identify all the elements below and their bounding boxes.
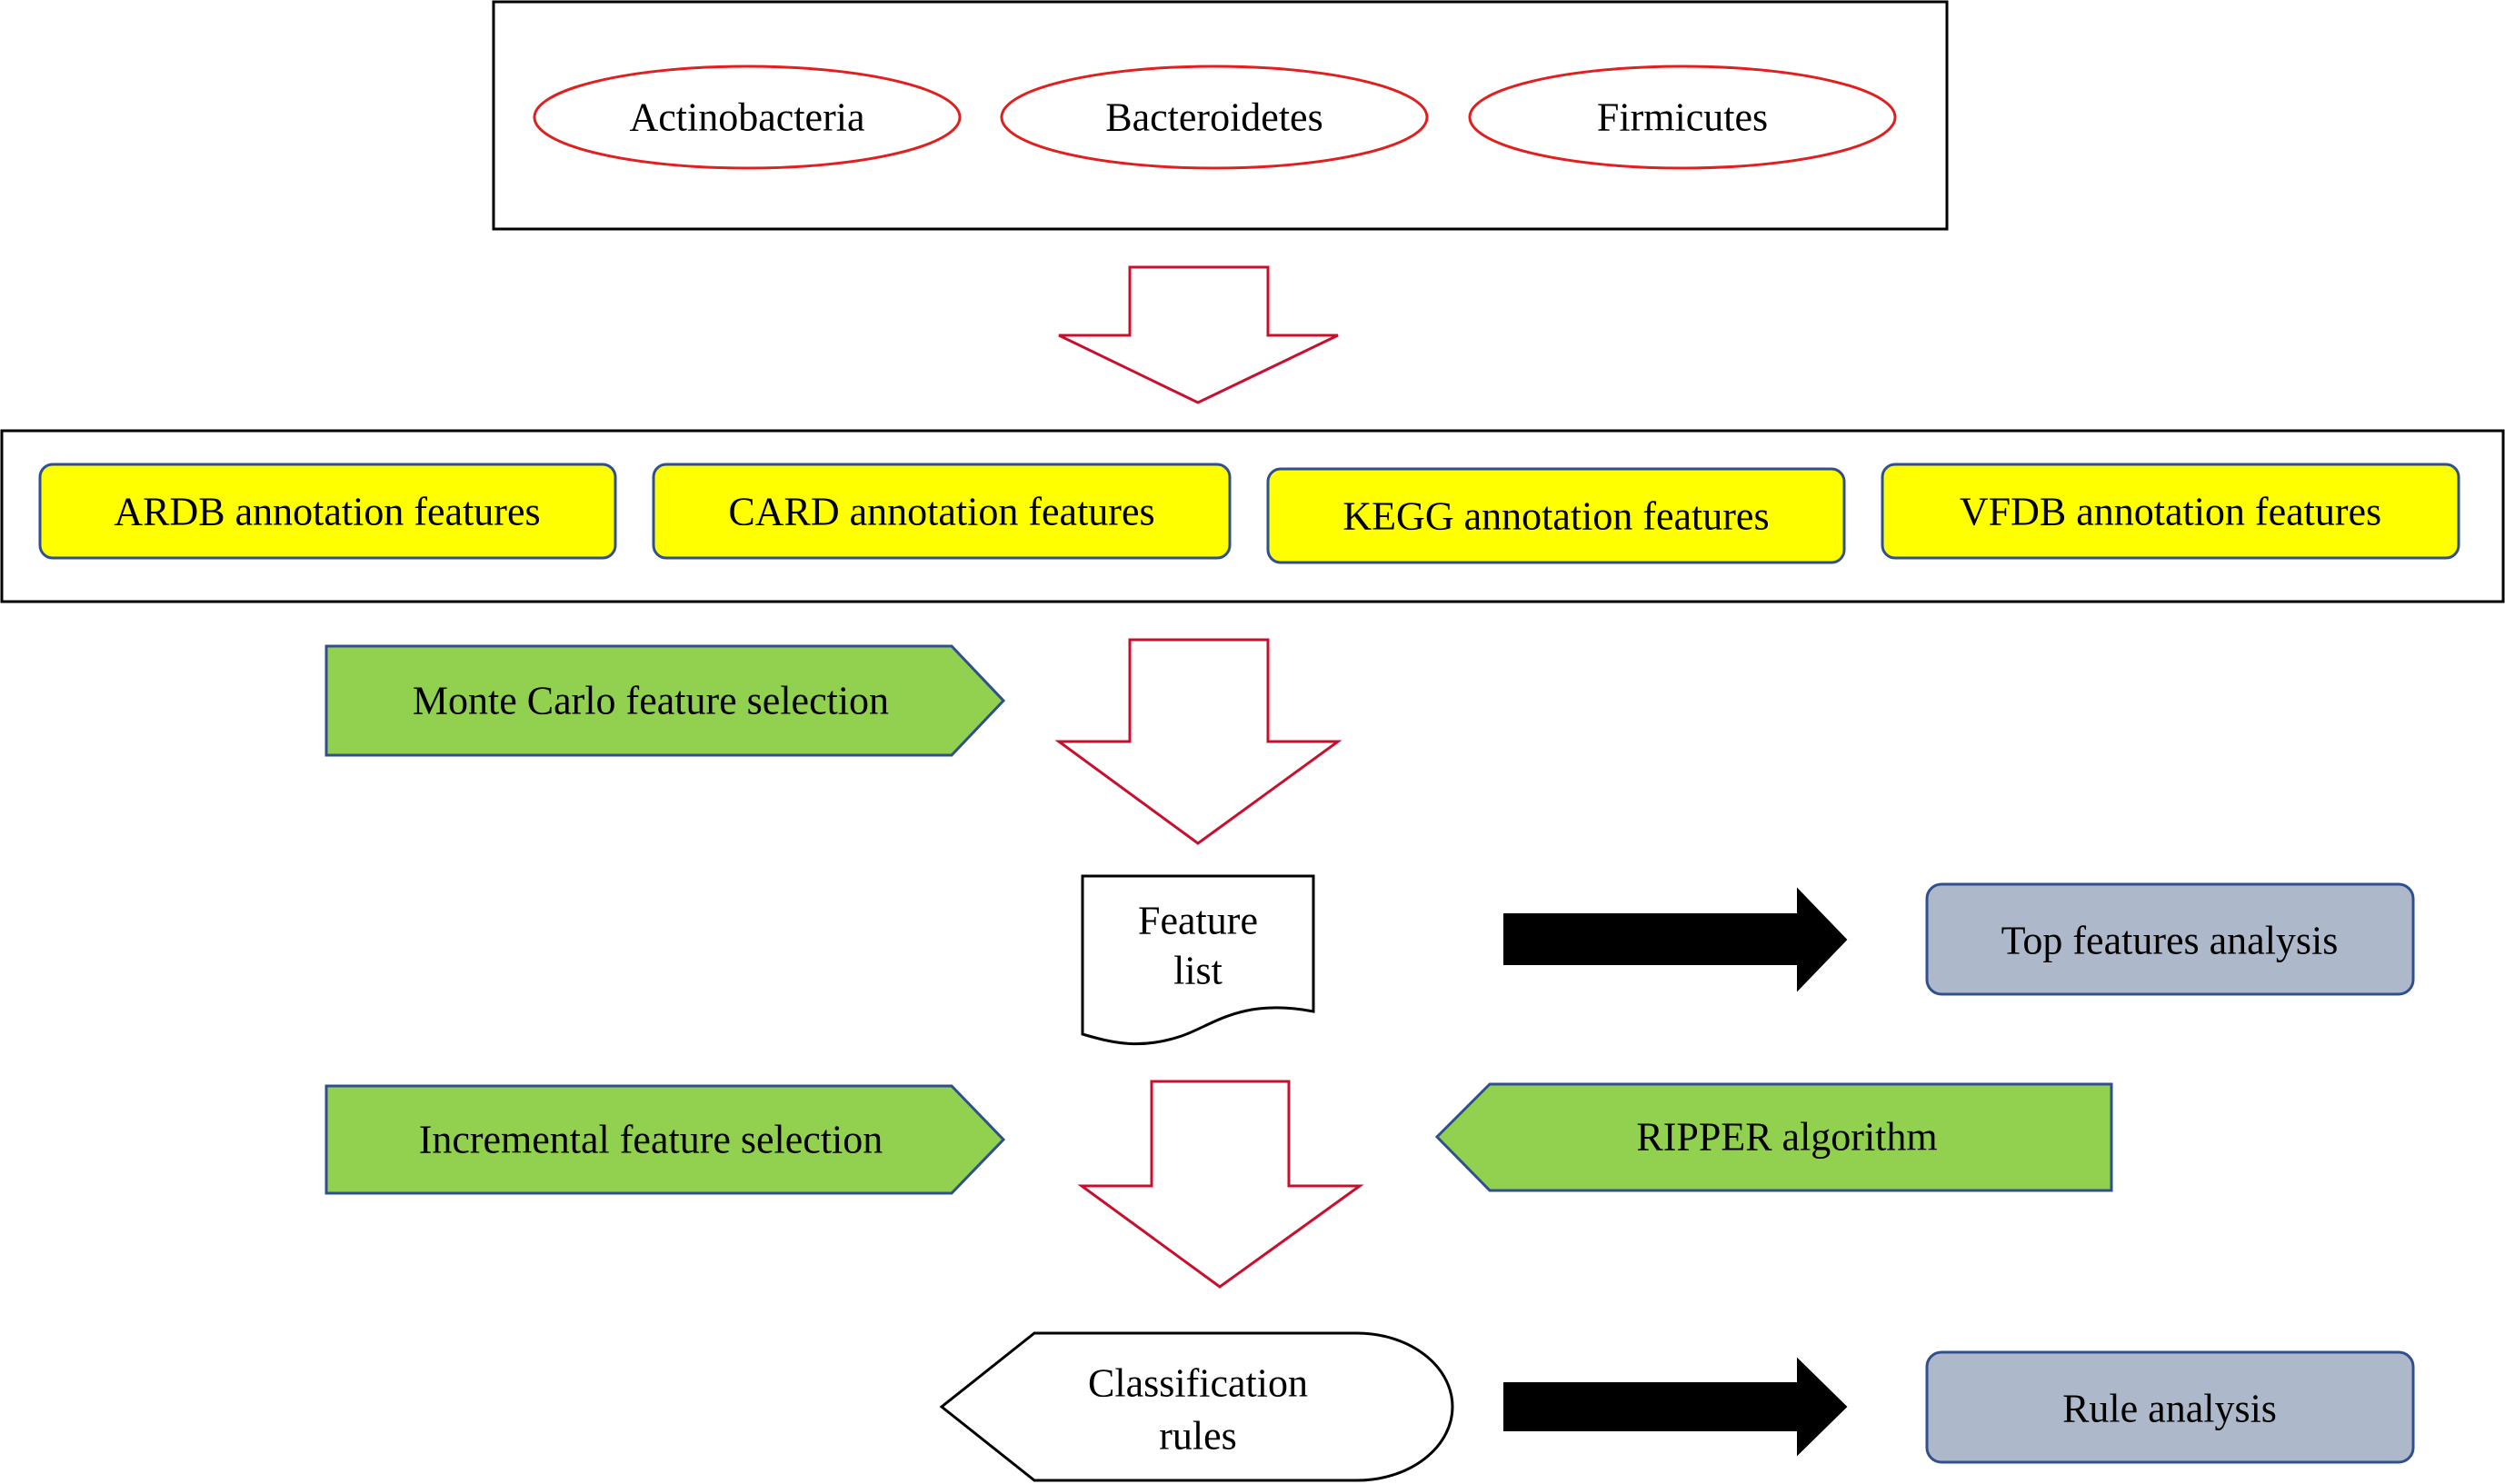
feature-box-card xyxy=(652,463,1232,560)
feature-list-label-line2: list xyxy=(1173,949,1223,993)
phylum-label-firmicutes: Firmicutes xyxy=(1597,95,1768,140)
phylum-label-actinobacteria: Actinobacteria xyxy=(630,95,865,140)
analysis-label-top-features: Top features analysis xyxy=(2001,919,2339,963)
method-monte-carlo-shape xyxy=(324,644,1006,757)
phylum-ellipse-firmicutes xyxy=(1468,65,1897,170)
black-arrow-rule-analysis xyxy=(1503,1357,1848,1457)
down-arrow-2 xyxy=(1054,638,1342,845)
method-ripper-label: RIPPER algorithm xyxy=(1636,1115,1937,1160)
feature-label-vfdb: VFDB annotation features xyxy=(1960,490,2381,534)
classification-rules-shape xyxy=(939,1331,1454,1482)
phylum-ellipse-actinobacteria xyxy=(533,65,962,170)
feature-label-kegg: KEGG annotation features xyxy=(1342,494,1769,539)
method-ripper-shape xyxy=(1434,1082,2113,1192)
feature-label-card: CARD annotation features xyxy=(728,490,1154,534)
classification-rules-label-line1: Classification xyxy=(1088,1361,1308,1406)
classification-rules-label-line2: rules xyxy=(1159,1414,1237,1459)
feature-box-vfdb xyxy=(1881,463,2460,560)
analysis-box-top-features xyxy=(1925,882,2415,996)
analysis-label-rule-analysis: Rule analysis xyxy=(2062,1387,2277,1431)
analysis-box-rule-analysis xyxy=(1925,1350,2415,1464)
down-arrow-3 xyxy=(1077,1080,1364,1289)
feature-list-document xyxy=(1081,874,1315,1046)
feature-label-ardb: ARDB annotation features xyxy=(114,490,540,534)
method-monte-carlo-label: Monte Carlo feature selection xyxy=(413,679,889,723)
feature-list-label-line1: Feature xyxy=(1138,899,1258,943)
method-incremental-label: Incremental feature selection xyxy=(419,1118,883,1162)
feature-box-kegg xyxy=(1266,467,1846,564)
method-incremental-shape xyxy=(324,1084,1006,1195)
phylum-label-bacteroidetes: Bacteroidetes xyxy=(1105,95,1322,140)
black-arrow-top-features xyxy=(1503,887,1848,992)
down-arrow-1 xyxy=(1058,265,1339,404)
phylum-ellipse-bacteroidetes xyxy=(1000,65,1429,170)
feature-box-ardb xyxy=(38,463,617,560)
